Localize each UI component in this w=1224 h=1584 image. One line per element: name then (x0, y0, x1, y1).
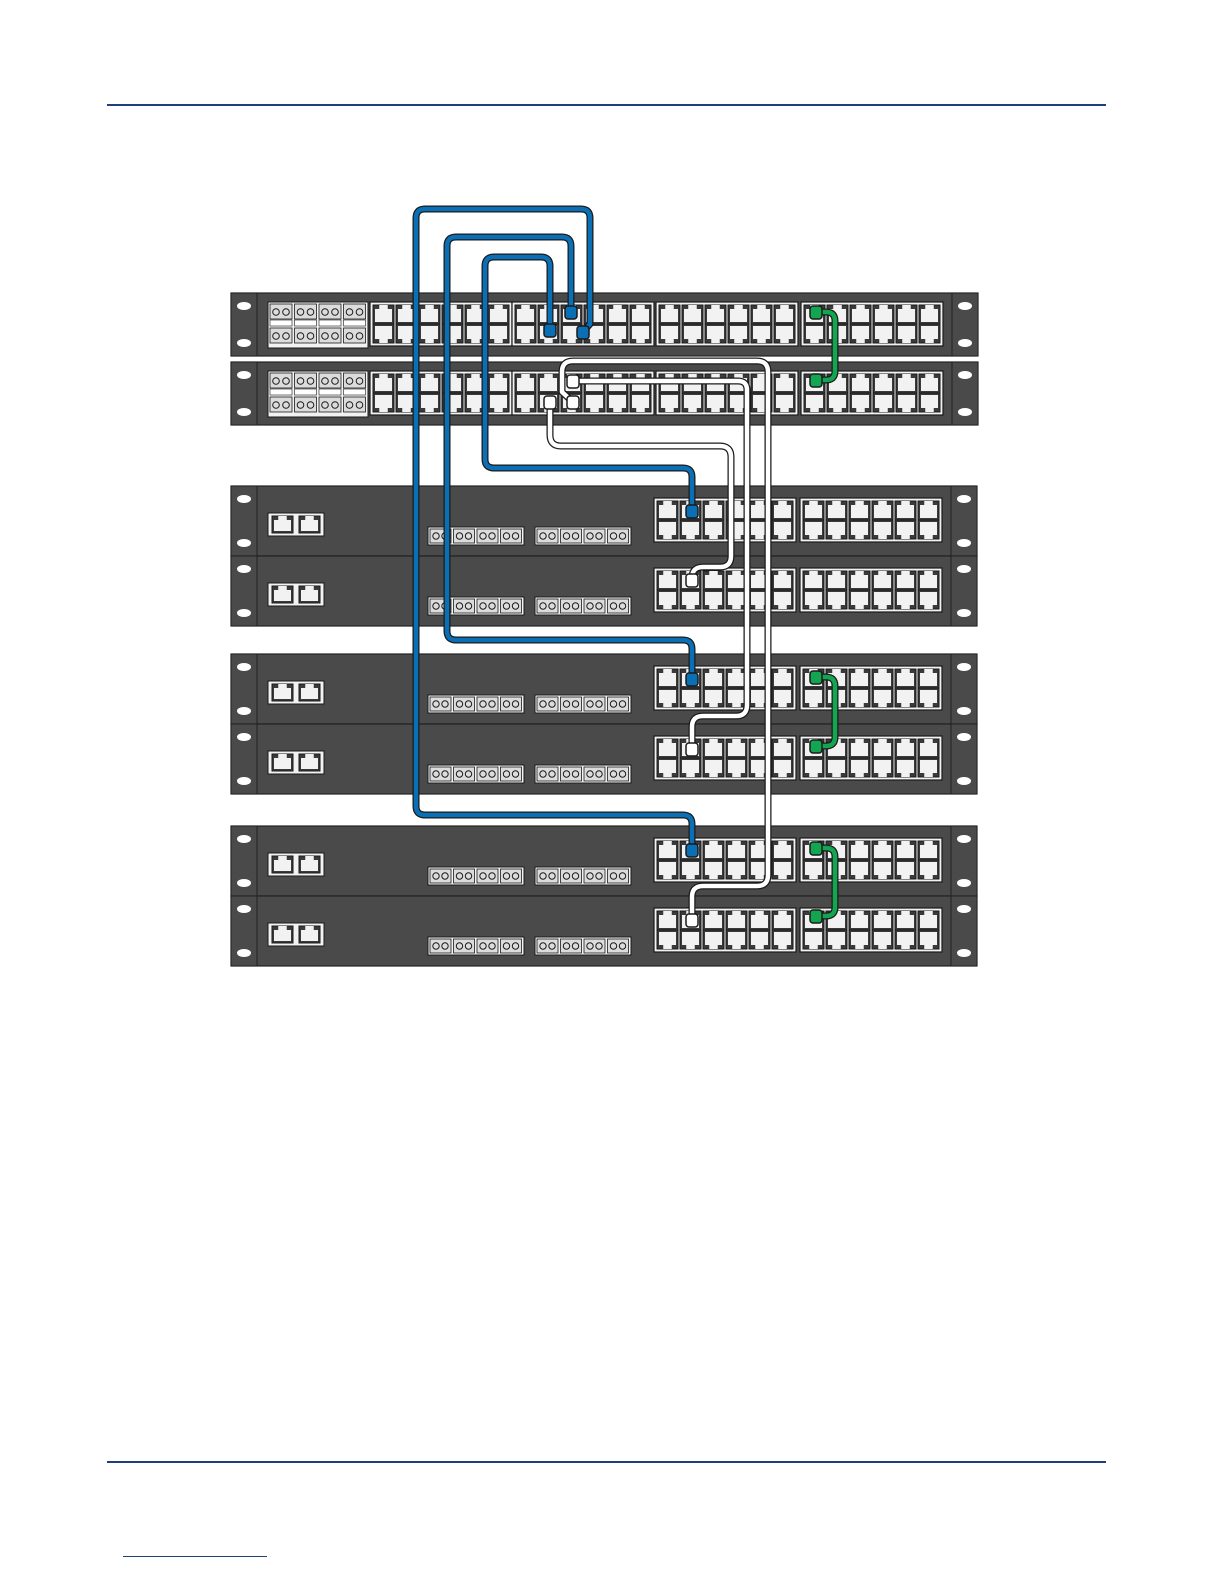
uplink-white-2-connector-0 (567, 375, 579, 388)
core-switch-2-ear-left-hole-top (237, 371, 251, 379)
stack-green-core-connector-1 (810, 374, 822, 387)
core-switch-2-sfp-0-3 (344, 373, 366, 388)
stack-green-core-connector-0 (810, 306, 822, 319)
stack-b-switch-2-ear-right-hole-bottom (957, 777, 971, 785)
uplink-white-2-connector-1 (686, 743, 698, 756)
core-switch-2-sfp-1-3 (344, 397, 366, 412)
uplink-white-1-connector-0 (544, 396, 556, 409)
core-switch-1-sfp-0-3 (344, 304, 366, 319)
stack-c-switch-1 (231, 826, 977, 896)
core-switch-2-sfp-led-2 (319, 389, 341, 395)
stack-b-switch-2-ear-left-hole-top (237, 733, 251, 741)
core-switch-2-ear-left-hole-bottom (237, 408, 251, 416)
stack-a-switch-2-ear-right-hole-top (957, 565, 971, 573)
core-switch-1-sfp-led-2 (319, 320, 341, 326)
stack-a-switch-1-ear-left-hole-bottom (237, 539, 251, 547)
uplink-white-3-connector-1 (686, 914, 698, 927)
core-switch-2-sfp-0-2 (319, 373, 341, 388)
core-switch-2 (231, 362, 978, 425)
core-switch-1-sfp-0-2 (319, 304, 341, 319)
core-switch-1 (231, 293, 978, 356)
core-switch-1-sfp-1-1 (295, 328, 317, 343)
core-switch-2-sfp-led-1 (295, 389, 317, 395)
core-switch-1-sfp-0-0 (270, 304, 292, 319)
stack-c-switch-1-ear-right-hole-bottom (957, 879, 971, 887)
stack-a-switch-2-ear-left-hole-bottom (237, 609, 251, 617)
stack-c-switch-2-ear-right-hole-bottom (957, 949, 971, 957)
stack-c-switch-2 (231, 896, 977, 966)
stack-a-switch-1-ear-right-hole-top (957, 495, 971, 503)
core-switch-1-sfp-led-1 (295, 320, 317, 326)
core-switch-1-sfp-1-3 (344, 328, 366, 343)
core-switch-1-sfp-led-3 (344, 320, 366, 326)
rack-units (231, 293, 978, 966)
stack-a-switch-1-ear-left-hole-top (237, 495, 251, 503)
stack-green-c-connector-1 (810, 910, 822, 923)
uplink-blue-3-connector-1 (686, 505, 698, 518)
stack-c-switch-2-ear-left-hole-top (237, 905, 251, 913)
stack-green-b-connector-1 (810, 740, 822, 753)
stack-a-switch-1-ear-right-hole-bottom (957, 539, 971, 547)
core-switch-2-sfp-led-0 (270, 389, 292, 395)
core-switch-2-ear-right-hole-bottom (958, 408, 972, 416)
core-switch-2-sfp-0-0 (270, 373, 292, 388)
core-switch-1-sfp-0-1 (295, 304, 317, 319)
core-switch-1-sfp-1-0 (270, 328, 292, 343)
uplink-blue-2-connector-0 (565, 306, 577, 319)
stack-b-switch-1-ear-right-hole-top (957, 663, 971, 671)
stack-a-switch-2-ear-left-hole-top (237, 565, 251, 573)
core-switch-1-ear-right-hole-bottom (958, 339, 972, 347)
core-switch-1-sfp-led-0 (270, 320, 292, 326)
uplink-blue-3-connector-0 (544, 324, 556, 337)
core-switch-1-sfp-1-2 (319, 328, 341, 343)
core-switch-2-sfp-1-1 (295, 397, 317, 412)
stack-c-switch-2-ear-right-hole-top (957, 905, 971, 913)
stack-c-switch-2-ear-left-hole-bottom (237, 949, 251, 957)
core-switch-1-ear-left-hole-top (237, 302, 251, 310)
stack-b-switch-2 (231, 724, 977, 794)
uplink-blue-1-connector-1 (686, 844, 698, 857)
uplink-white-1-connector-1 (686, 574, 698, 587)
stack-a-switch-2 (231, 556, 977, 626)
core-switch-1-ear-left-hole-bottom (237, 339, 251, 347)
stack-a-switch-1 (231, 486, 977, 556)
core-switch-2-sfp-led-3 (344, 389, 366, 395)
uplink-white-3-connector-0 (567, 396, 579, 409)
stack-b-switch-1 (231, 654, 977, 724)
stack-green-b-connector-0 (810, 671, 822, 684)
stack-c-switch-1-ear-right-hole-top (957, 835, 971, 843)
stack-a-switch-2-ear-right-hole-bottom (957, 609, 971, 617)
core-switch-2-sfp-1-2 (319, 397, 341, 412)
uplink-blue-1-connector-0 (577, 326, 589, 339)
uplink-blue-2-connector-1 (686, 673, 698, 686)
core-switch-1-ear-right-hole-top (958, 302, 972, 310)
stack-c-switch-1-ear-left-hole-top (237, 835, 251, 843)
core-switch-2-sfp-1-0 (270, 397, 292, 412)
core-switch-2-ear-right-hole-top (958, 371, 972, 379)
stack-c-switch-1-ear-left-hole-bottom (237, 879, 251, 887)
stack-b-switch-2-ear-left-hole-bottom (237, 777, 251, 785)
core-switch-2-sfp-0-1 (295, 373, 317, 388)
stack-b-switch-1-ear-right-hole-bottom (957, 707, 971, 715)
stack-green-c-connector-0 (810, 842, 822, 855)
stack-b-switch-1-ear-left-hole-top (237, 663, 251, 671)
stack-b-switch-2-ear-right-hole-top (957, 733, 971, 741)
stack-b-switch-1-ear-left-hole-bottom (237, 707, 251, 715)
